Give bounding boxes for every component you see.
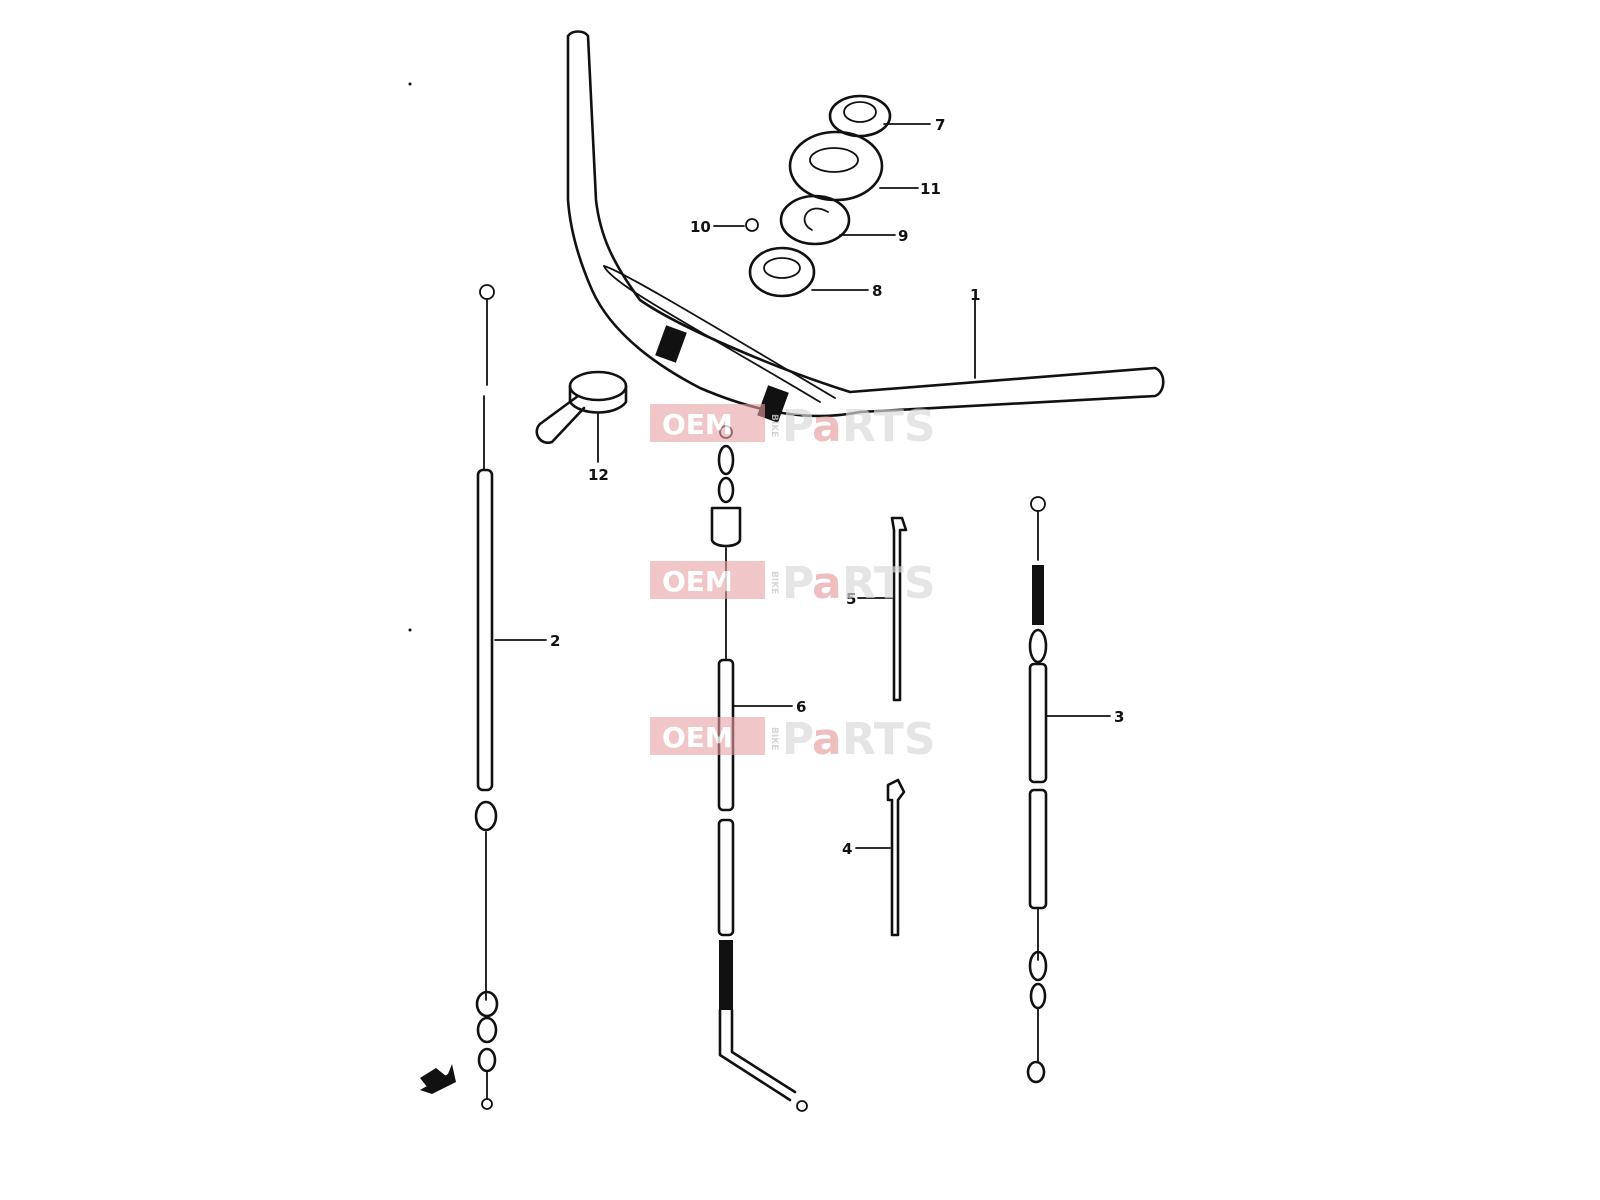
- svg-text:BIKE: BIKE: [769, 571, 779, 594]
- rod-5: [857, 516, 908, 702]
- callout-1: 1: [970, 286, 980, 304]
- svg-text:a: a: [812, 714, 842, 765]
- callout-12: 12: [588, 466, 609, 484]
- washer-9: [779, 194, 896, 246]
- callout-5: 5: [846, 590, 856, 608]
- nut-7: [828, 94, 931, 138]
- callout-6: 6: [796, 698, 806, 716]
- svg-text:OEM: OEM: [662, 565, 733, 598]
- callout-7: 7: [935, 116, 945, 134]
- callout-11: 11: [920, 180, 941, 198]
- ball-10: [713, 218, 759, 232]
- callout-3: 3: [1114, 708, 1124, 726]
- callout-10: 10: [690, 218, 711, 236]
- callout-4: 4: [842, 840, 852, 858]
- svg-text:OEM: OEM: [662, 721, 733, 754]
- cable-3: [1026, 496, 1111, 1084]
- direction-arrow-icon: [420, 1064, 456, 1094]
- svg-text:P: P: [782, 714, 814, 765]
- svg-text:P: P: [782, 401, 814, 452]
- choke-lever-12: [535, 370, 628, 463]
- cable-2: [474, 284, 547, 1110]
- svg-text:a: a: [812, 401, 842, 452]
- grommet-11: [788, 130, 919, 202]
- rod-4: [855, 778, 906, 937]
- handlebar: [566, 30, 1165, 423]
- svg-text:BIKE: BIKE: [769, 414, 779, 437]
- callout-9: 9: [898, 227, 908, 245]
- svg-text:OEM: OEM: [662, 408, 733, 441]
- svg-text:RTS: RTS: [842, 558, 936, 609]
- watermark-3: OEM BIKE P a RTS: [650, 714, 936, 765]
- grommet-8: [748, 246, 869, 298]
- callout-2: 2: [550, 632, 560, 650]
- svg-text:RTS: RTS: [842, 714, 936, 765]
- svg-text:a: a: [812, 558, 842, 609]
- svg-text:P: P: [782, 558, 814, 609]
- callout-8: 8: [872, 282, 882, 300]
- svg-text:RTS: RTS: [842, 401, 936, 452]
- cable-6: [710, 425, 808, 1112]
- watermark-1: OEM BIKE P a RTS: [650, 401, 936, 452]
- svg-text:BIKE: BIKE: [769, 727, 779, 750]
- watermark-2: OEM BIKE P a RTS: [650, 558, 936, 609]
